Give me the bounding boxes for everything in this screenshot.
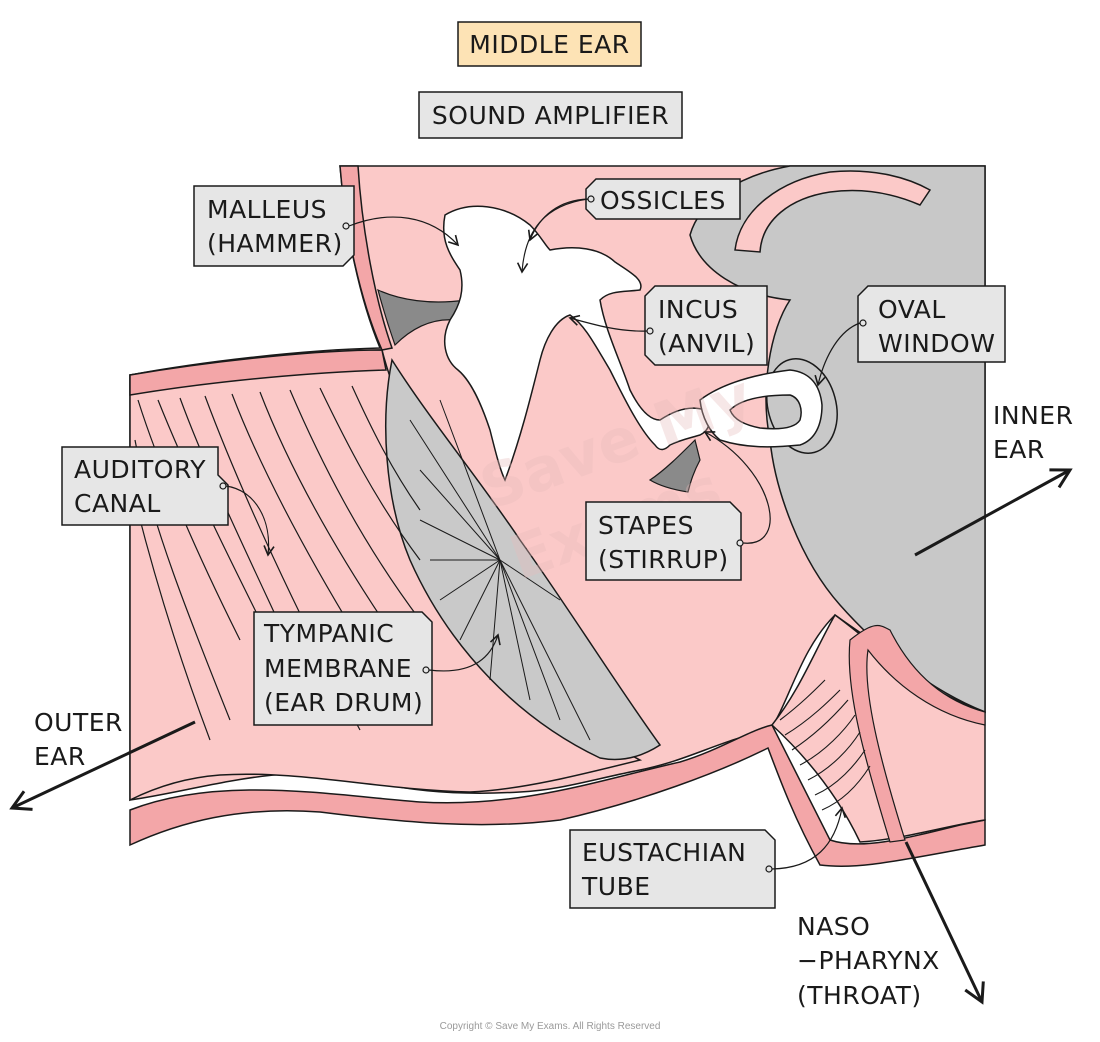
page-title: MIDDLE EAR — [469, 30, 629, 59]
svg-text:INNER: INNER — [993, 401, 1073, 430]
svg-text:OUTER: OUTER — [34, 708, 123, 737]
svg-text:OVAL: OVAL — [878, 295, 946, 324]
outer-ear-region: OUTER EAR — [9, 708, 196, 811]
semicircular-canal — [734, 170, 932, 253]
svg-text:MEMBRANE: MEMBRANE — [264, 654, 412, 683]
subtitle-box: SOUND AMPLIFIER — [418, 91, 683, 139]
svg-text:CANAL: CANAL — [74, 489, 161, 518]
svg-text:EAR: EAR — [34, 742, 86, 771]
nasopharynx-region: NASO −PHARYNX (THROAT) — [797, 841, 985, 1010]
svg-text:MALLEUS: MALLEUS — [207, 195, 327, 224]
svg-text:(HAMMER): (HAMMER) — [207, 229, 343, 258]
svg-text:TYMPANIC: TYMPANIC — [263, 619, 394, 648]
eustachian-tube-label: EUSTACHIAN TUBE — [569, 806, 846, 909]
auditory-canal-label: AUDITORY CANAL — [61, 446, 275, 557]
canal-top-border — [129, 349, 387, 396]
copyright-text: Copyright © Save My Exams. All Rights Re… — [440, 1021, 661, 1032]
inner-ear-region: INNER EAR — [914, 401, 1073, 557]
malleus-label: MALLEUS (HAMMER) — [193, 185, 460, 267]
title-box: MIDDLE EAR — [457, 21, 642, 67]
eustachian-lines — [779, 679, 871, 811]
ossicles-bones — [443, 205, 710, 482]
svg-text:(STIRRUP): (STIRRUP) — [598, 545, 729, 574]
tympanic-membrane-label: TYMPANIC MEMBRANE (EAR DRUM) — [253, 611, 501, 726]
svg-text:INCUS: INCUS — [658, 295, 738, 324]
anatomy: Save My Exams — [129, 165, 986, 868]
oval-window-label: OVAL WINDOW — [814, 285, 1006, 387]
ossicles-label: OSSICLES — [516, 178, 741, 274]
svg-text:WINDOW: WINDOW — [878, 329, 995, 358]
page-subtitle: SOUND AMPLIFIER — [432, 101, 669, 130]
svg-text:(ANVIL): (ANVIL) — [658, 329, 755, 358]
eustachian-tube-wall — [848, 625, 986, 843]
svg-text:EUSTACHIAN: EUSTACHIAN — [582, 838, 746, 867]
stapes-label: STAPES (STIRRUP) — [585, 431, 771, 581]
canal-bottom-border — [129, 724, 986, 868]
svg-text:EAR: EAR — [993, 435, 1045, 464]
svg-text:OSSICLES: OSSICLES — [600, 186, 726, 215]
svg-text:TUBE: TUBE — [581, 872, 651, 901]
svg-text:STAPES: STAPES — [598, 511, 694, 540]
stapes-bone — [699, 369, 823, 448]
ligament-lower — [648, 438, 701, 493]
svg-text:NASO: NASO — [797, 912, 870, 941]
membrane-fibres — [409, 399, 591, 741]
incus-label: INCUS (ANVIL) — [568, 285, 768, 366]
svg-text:(THROAT): (THROAT) — [797, 981, 922, 1010]
svg-text:(EAR DRUM): (EAR DRUM) — [264, 688, 423, 717]
svg-text:−PHARYNX: −PHARYNX — [797, 946, 940, 975]
svg-text:AUDITORY: AUDITORY — [74, 455, 206, 484]
